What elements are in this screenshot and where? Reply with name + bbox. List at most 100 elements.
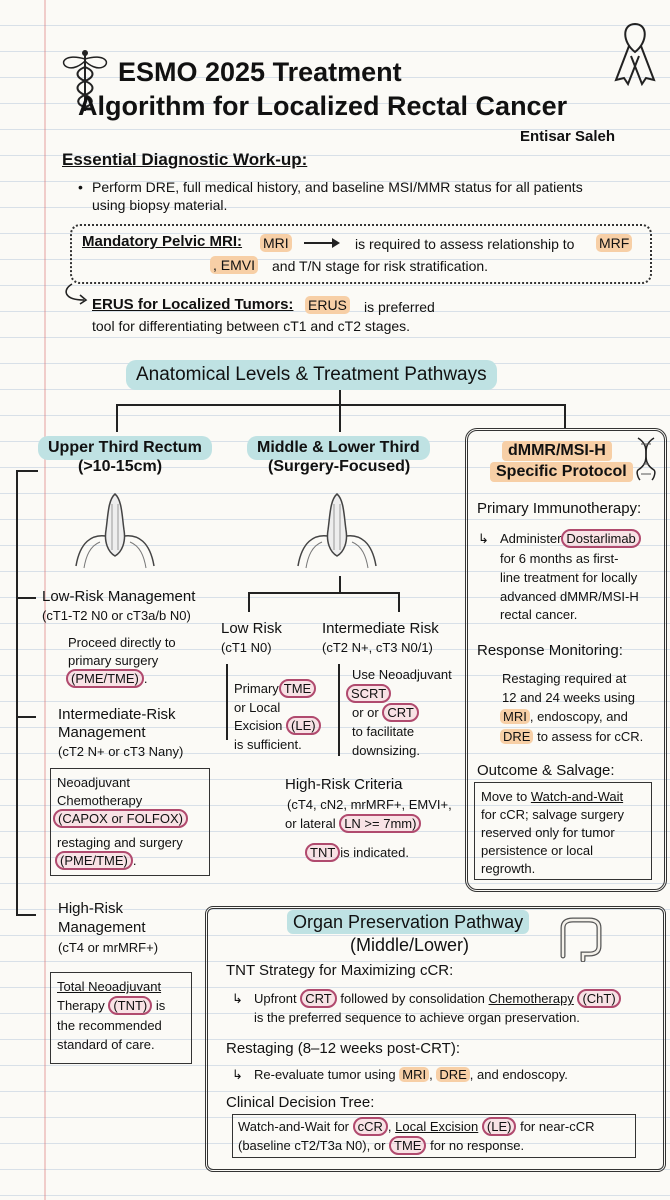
upper-high-title1: High-Risk	[58, 900, 124, 917]
tree-trunk	[339, 390, 341, 404]
dmmr-primary-text4: advanced dMMR/MSI-H	[500, 589, 639, 604]
middle-int-sub: (cT2 N+, cT3 N0/1)	[322, 640, 433, 655]
author-name: Entisar Saleh	[520, 128, 616, 145]
organ-dec-tag1: cCR	[352, 1117, 388, 1136]
dmmr-out-link: Watch-and-Wait	[530, 789, 624, 804]
upper-int-box-line3: (CAPOX or FOLFOX)	[53, 809, 188, 828]
organ-dec-text1: Watch-and-Wait for	[238, 1119, 350, 1134]
upper-branch-high	[16, 914, 36, 916]
organ-tnt-link: Chemotherapy	[488, 991, 574, 1006]
middle-int-tag2: CRT	[382, 703, 419, 722]
tree-drop-mid	[339, 404, 341, 432]
erus-tag: ERUS	[305, 296, 350, 314]
workup-bullet-line2: using biopsy material.	[92, 197, 228, 213]
middle-int-tag1: SCRT	[346, 684, 392, 703]
upper-low-line3: (PME/TME).	[66, 669, 148, 688]
upper-high-box3: the recommended	[57, 1018, 162, 1033]
pelvis-icon-middle	[297, 493, 377, 569]
upper-int-box-line5: (PME/TME).	[55, 851, 137, 870]
upper-int-box4: .	[132, 853, 137, 868]
erus-text1: is preferred	[364, 299, 435, 315]
organ-rest-arrow: ↳	[232, 1067, 243, 1082]
dmmr-out-text3: reserved only for tumor	[481, 825, 615, 840]
middle-low-text2: or Local	[234, 700, 281, 715]
dmmr-primary-text5: rectal cancer.	[500, 607, 578, 622]
curved-arrow-icon	[65, 283, 88, 305]
dmmr-resp-line3: MRI, endoscopy, and	[500, 708, 628, 725]
middle-low-sub: (cT1 N0)	[221, 640, 272, 655]
upper-int-box	[50, 768, 210, 876]
organ-dec-line1: Watch-and-Wait for cCR, Local Excision (…	[238, 1117, 595, 1136]
upper-high-box4: standard of care.	[57, 1037, 155, 1052]
organ-dec-tag2: (LE)	[481, 1117, 517, 1136]
middle-low-title: Low Risk	[221, 620, 282, 637]
organ-tnt-tag1: CRT	[300, 989, 337, 1008]
upper-int-title1: Intermediate-Risk	[58, 706, 176, 723]
upper-int-title2: Management	[58, 724, 146, 741]
pelvis-icon	[75, 493, 155, 569]
upper-high-title2: Management	[58, 919, 146, 936]
dmmr-title-line1: dMMR/MSI-H	[502, 441, 612, 461]
dmmr-primary-text1a: Administer	[500, 531, 562, 546]
middle-tnt-tag: TNT	[305, 843, 341, 862]
upper-int-box1: Neoadjuvant	[57, 775, 130, 790]
tree-drop-left	[116, 404, 118, 432]
organ-dec-text4: (baseline cT2/T3a N0), or	[238, 1138, 386, 1153]
organ-tnt-text2: is the preferred sequence to achieve org…	[254, 1010, 580, 1025]
middle-int-text2: or or	[352, 705, 379, 720]
upper-high-box-tag: (TNT)	[108, 996, 153, 1015]
workup-bullet-dot: •	[78, 179, 83, 195]
middle-high-line1: (cT4, cN2, mrMRF+, EMVI+,	[287, 797, 452, 812]
organ-dec-text3: for near-cCR	[520, 1119, 595, 1134]
upper-int-box-tag: (CAPOX or FOLFOX)	[53, 809, 188, 828]
middle-title-line2: (Surgery-Focused)	[268, 458, 411, 475]
upper-high-box	[50, 972, 192, 1064]
upper-int-box-tag2: (PME/TME)	[55, 851, 133, 870]
organ-dec-box	[232, 1114, 636, 1158]
middle-branch	[248, 592, 400, 594]
mri-text1: is required to assess relationship to	[355, 236, 575, 252]
organ-title-line1: Organ Preservation Pathway	[287, 910, 530, 934]
erus-text2: tool for differentiating between cT1 and…	[92, 318, 411, 334]
dmmr-resp-text4: to assess for cCR.	[537, 729, 644, 744]
organ-rest-text2: , and endoscopy.	[469, 1067, 568, 1082]
organ-tnt-arrow: ↳	[232, 991, 243, 1006]
middle-int-line3: or or CRT	[352, 703, 419, 722]
dmmr-box	[465, 428, 667, 892]
middle-low-bar	[226, 664, 228, 740]
dmmr-resp-text1: Restaging required at	[502, 671, 627, 686]
organ-tnt-tag2: (ChT)	[577, 989, 621, 1008]
tree-branch	[116, 404, 566, 406]
upper-high-box2a: Therapy	[57, 998, 105, 1013]
colon-icon	[560, 917, 602, 962]
workup-heading: Essential Diagnostic Work-up:	[62, 150, 308, 169]
upper-high-box-line2: Therapy (TNT) is	[57, 996, 166, 1015]
organ-box	[205, 906, 666, 1172]
organ-dec-text2: Local Excision	[395, 1119, 479, 1134]
organ-tnt-title: TNT Strategy for Maximizing cCR:	[226, 962, 454, 979]
section-title: Anatomical Levels & Treatment Pathways	[126, 360, 497, 390]
upper-high-box1: Total Neoadjuvant	[57, 979, 162, 994]
ribbon-icon	[614, 22, 656, 86]
upper-low-text3: .	[143, 671, 148, 686]
middle-high-title: High-Risk Criteria	[285, 776, 403, 793]
upper-spine	[16, 470, 18, 916]
middle-int-text1: Use Neoadjuvant	[352, 667, 452, 682]
mri-box	[70, 224, 652, 284]
organ-dec-line2: (baseline cT2/T3a N0), or TME for no res…	[238, 1136, 524, 1155]
middle-low-text4: is sufficient.	[234, 737, 302, 752]
dmmr-out-text2: for cCR; salvage surgery	[481, 807, 625, 822]
dmmr-resp-tag2: DRE	[500, 729, 534, 744]
dmmr-primary-title: Primary Immunotherapy:	[477, 500, 642, 517]
middle-drop-int	[398, 592, 400, 612]
middle-low-line3: Excision (LE)	[234, 716, 321, 735]
middle-int-text3: to facilitate	[352, 724, 415, 739]
middle-low-text1: Primary	[234, 681, 279, 696]
mri-label: Mandatory Pelvic MRI:	[82, 233, 243, 250]
dmmr-title-line2: Specific Protocol	[490, 462, 633, 482]
upper-high-box2b: is	[155, 998, 166, 1013]
arrow-icon	[304, 238, 340, 248]
dmmr-out-text4: persistence or local	[481, 843, 593, 858]
upper-low-title: Low-Risk Management	[42, 588, 196, 605]
